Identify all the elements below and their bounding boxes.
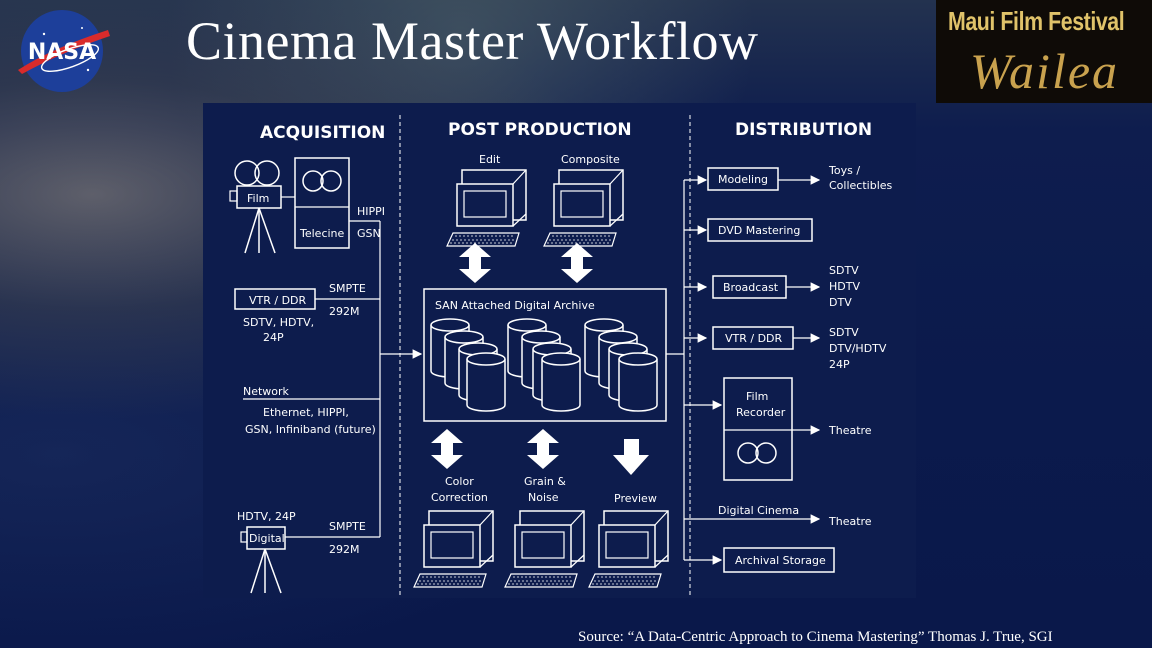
dvd-mastering-label: DVD Mastering	[718, 224, 800, 237]
maui-film-festival-logo: Maui Film Festival Wailea	[936, 0, 1152, 103]
composite-transfer-arrow-icon	[561, 243, 593, 283]
network-label: Network	[243, 385, 290, 398]
film-reel-icon	[738, 443, 776, 463]
smpte-label-1: SMPTE	[329, 282, 366, 295]
hdtv-24p-label: HDTV, 24P	[237, 510, 296, 523]
grain-transfer-arrow-icon	[527, 429, 559, 469]
vtr-format-2: DTV/HDTV	[829, 342, 887, 355]
nasa-wordmark: NASA	[28, 40, 96, 65]
edit-transfer-arrow-icon	[459, 243, 491, 283]
smpte-label-2: SMPTE	[329, 520, 366, 533]
page-title: Cinema Master Workflow	[186, 10, 759, 72]
dist-vtr-ddr-label: VTR / DDR	[725, 332, 783, 345]
color-label-2: Correction	[431, 491, 488, 504]
vtr-formats-line-2: 24P	[263, 331, 284, 344]
network-types-line-1: Ethernet, HIPPI,	[263, 406, 349, 419]
color-label-1: Color	[445, 475, 474, 488]
network-types-line-2: GSN, Infiniband (future)	[245, 423, 376, 436]
vtr-formats-line-1: SDTV, HDTV,	[243, 316, 314, 329]
preview-workstation-icon	[589, 511, 668, 587]
workflow-diagram: ACQUISITION POST PRODUCTION DISTRIBUTION…	[203, 103, 916, 598]
composite-label: Composite	[561, 153, 620, 166]
preview-label: Preview	[614, 492, 657, 505]
film-label: Film	[247, 192, 269, 205]
composite-workstation-icon	[544, 170, 623, 246]
film-recorder-label-2: Recorder	[736, 406, 786, 419]
vtr-format-1: SDTV	[829, 326, 859, 339]
telecine-label: Telecine	[299, 227, 345, 240]
archival-storage-label: Archival Storage	[735, 554, 826, 567]
grain-label-1: Grain &	[524, 475, 566, 488]
broadcast-format-2: HDTV	[829, 280, 860, 293]
nasa-logo: NASA	[12, 8, 112, 94]
color-transfer-arrow-icon	[431, 429, 463, 469]
vtr-ddr-label: VTR / DDR	[249, 294, 307, 307]
header-distribution: DISTRIBUTION	[735, 120, 872, 140]
film-recorder-label-1: Film	[746, 390, 768, 403]
header-post-production: POST PRODUCTION	[448, 120, 632, 140]
digital-label: Digital	[249, 532, 285, 545]
broadcast-format-1: SDTV	[829, 264, 859, 277]
toys-label-1: Toys /	[828, 164, 860, 177]
edit-label: Edit	[479, 153, 501, 166]
toys-label-2: Collectibles	[829, 179, 893, 192]
storage-disk-icons	[431, 319, 657, 411]
maui-logo-text: Maui Film Festival	[948, 6, 1124, 37]
theatre-label-2: Theatre	[828, 515, 872, 528]
san-archive-label: SAN Attached Digital Archive	[435, 299, 595, 312]
source-citation: Source: “A Data-Centric Approach to Cine…	[578, 629, 1053, 646]
hippi-label: HIPPI	[357, 205, 385, 218]
grain-label-2: Noise	[528, 491, 559, 504]
header-acquisition: ACQUISITION	[260, 123, 385, 143]
color-workstation-icon	[414, 511, 493, 587]
theatre-label-1: Theatre	[828, 424, 872, 437]
292m-label-2: 292M	[329, 543, 360, 556]
broadcast-label: Broadcast	[723, 281, 779, 294]
gsn-label: GSN	[357, 227, 381, 240]
modeling-label: Modeling	[718, 173, 768, 186]
digital-cinema-label: Digital Cinema	[718, 504, 799, 517]
vtr-format-3: 24P	[829, 358, 850, 371]
292m-label-1: 292M	[329, 305, 360, 318]
edit-workstation-icon	[447, 170, 526, 246]
broadcast-format-3: DTV	[829, 296, 852, 309]
maui-logo-script: Wailea	[970, 42, 1119, 100]
grain-workstation-icon	[505, 511, 584, 587]
film-camera-icon	[230, 161, 281, 253]
preview-down-arrow-icon	[613, 439, 649, 475]
